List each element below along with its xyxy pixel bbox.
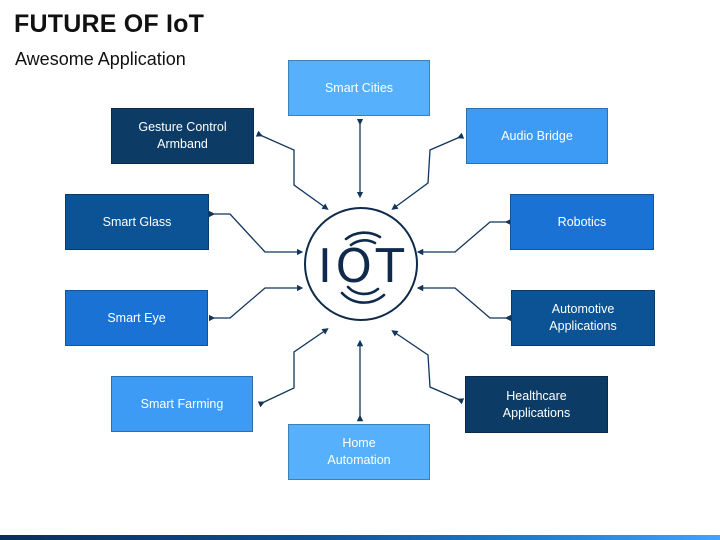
footer-accent-bar (0, 535, 720, 540)
node-smart-eye[interactable]: Smart Eye (65, 290, 208, 346)
node-healthcare-applications[interactable]: Healthcare Applications (465, 376, 608, 433)
node-healthcare-applications-label: Healthcare Applications (502, 388, 571, 420)
node-gesture-control-armband-label: Gesture Control Armband (138, 120, 227, 151)
node-smart-cities-label: Smart Cities (324, 80, 394, 95)
connector-smart-eye (208, 284, 304, 322)
connector-healthcare (391, 330, 465, 405)
connector-smart-glass (208, 210, 304, 256)
connector-automotive (416, 284, 512, 322)
node-home-automation[interactable]: Home Automation (288, 424, 430, 480)
node-automotive-applications[interactable]: Automotive Applications (511, 290, 655, 346)
connector-robotics (416, 218, 512, 256)
node-smart-glass-label: Smart Glass (102, 214, 172, 229)
iot-hub: IOT (304, 207, 418, 321)
node-robotics-label: Robotics (557, 214, 607, 229)
node-robotics[interactable]: Robotics (510, 194, 654, 250)
node-smart-glass[interactable]: Smart Glass (65, 194, 209, 250)
connector-smart-farming (257, 328, 329, 408)
node-audio-bridge[interactable]: Audio Bridge (466, 108, 608, 164)
connector-gesture-control (255, 130, 329, 210)
node-smart-eye-label: Smart Eye (107, 310, 166, 325)
node-automotive-applications-label: Automotive Applications (549, 302, 617, 333)
node-gesture-control-armband[interactable]: Gesture Control Armband (111, 108, 254, 164)
page-title: FUTURE OF IoT (14, 10, 205, 38)
node-home-automation-label: Home Automation (327, 436, 391, 467)
hub-label: IOT (318, 239, 408, 293)
node-audio-bridge-label: Audio Bridge (501, 128, 573, 143)
page-subtitle: Awesome Application (15, 49, 186, 69)
node-smart-farming-label: Smart Farming (140, 396, 224, 411)
node-smart-farming[interactable]: Smart Farming (111, 376, 253, 432)
connector-audio-bridge (391, 132, 465, 210)
node-smart-cities[interactable]: Smart Cities (288, 60, 430, 116)
iot-signal-icon (340, 231, 386, 304)
